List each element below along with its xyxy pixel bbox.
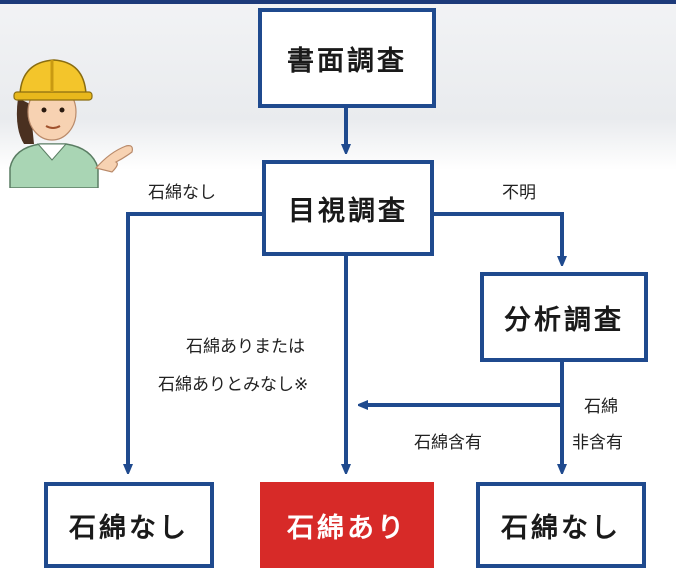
worker-illustration-icon — [9, 59, 133, 188]
label-no-asbestos: 石綿なし — [148, 183, 216, 203]
result-no-asbestos-left-label: 石綿なし — [69, 512, 189, 544]
arrow-visual-to-none-left — [128, 212, 262, 470]
visual-survey-label: 目視調査 — [288, 195, 408, 227]
label-not-containing-line2: 非含有 — [572, 433, 623, 453]
result-asbestos-present: 石綿あり — [260, 482, 434, 568]
label-not-containing-line1: 石綿 — [584, 397, 618, 417]
analysis-survey-box: 分析調査 — [480, 272, 648, 362]
result-no-asbestos-left: 石綿なし — [44, 482, 214, 568]
result-asbestos-present-label: 石綿あり — [287, 512, 407, 544]
label-unknown: 不明 — [502, 183, 536, 203]
visual-survey-box: 目視調査 — [262, 160, 434, 256]
label-present-or-deemed-line1: 石綿ありまたは — [186, 337, 305, 357]
analysis-survey-label: 分析調査 — [504, 304, 624, 336]
document-survey-label: 書面調査 — [287, 45, 407, 77]
result-no-asbestos-right: 石綿なし — [476, 482, 646, 568]
arrow-visual-to-analysis — [433, 212, 562, 262]
top-rule — [0, 0, 676, 4]
label-contains-asbestos: 石綿含有 — [414, 433, 482, 453]
result-no-asbestos-right-label: 石綿なし — [501, 512, 621, 544]
label-present-or-deemed-line2: 石綿ありとみなし※ — [158, 375, 309, 395]
document-survey-box: 書面調査 — [258, 8, 436, 108]
